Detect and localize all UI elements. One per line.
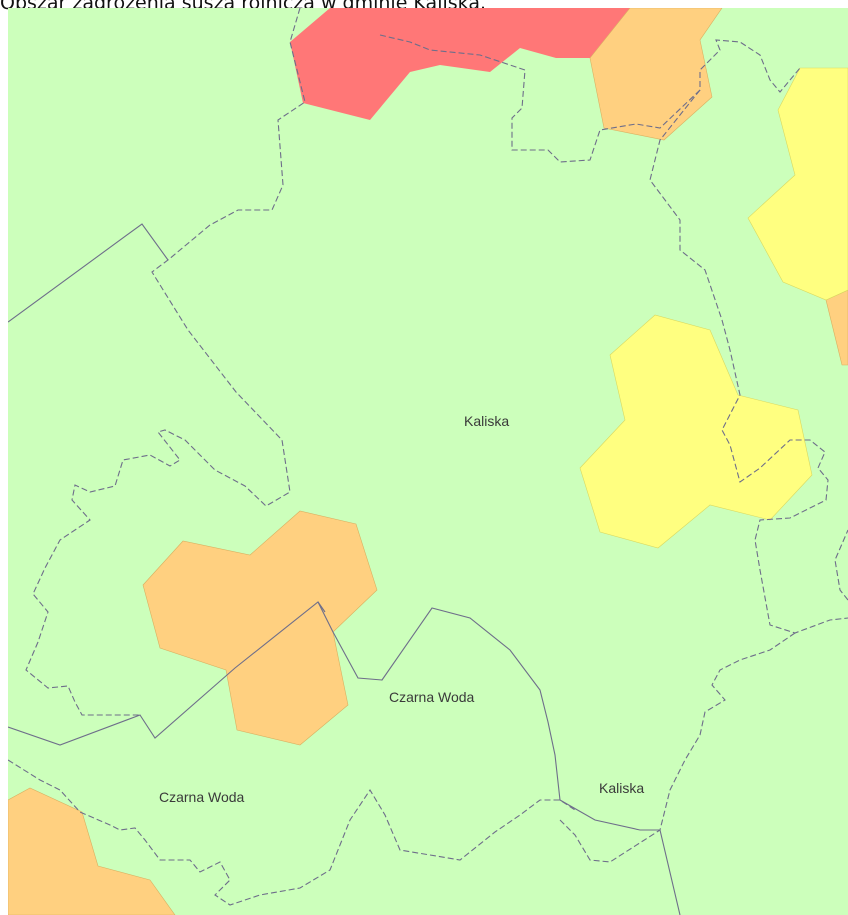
dashed-boundaries — [8, 8, 848, 906]
solid-boundaries — [8, 223, 681, 915]
yellow-hazard-zone-east — [579, 314, 813, 549]
place-label-kaliska-south: Kaliska — [599, 780, 644, 796]
red-hazard-zone — [290, 8, 630, 120]
yellow-hazard-zone-northeast — [747, 67, 848, 301]
place-label-czarna-woda-west: Czarna Woda — [159, 789, 245, 805]
orange-hazard-zone-southwest-corner — [8, 787, 176, 915]
place-label-kaliska-center: Kaliska — [464, 413, 509, 429]
drought-map[interactable]: Kaliska Czarna Woda Czarna Woda Kaliska — [8, 8, 848, 915]
place-label-czarna-woda-center: Czarna Woda — [389, 689, 475, 705]
map-canvas: Kaliska Czarna Woda Czarna Woda Kaliska — [8, 8, 848, 915]
orange-hazard-zone-north — [589, 8, 723, 141]
